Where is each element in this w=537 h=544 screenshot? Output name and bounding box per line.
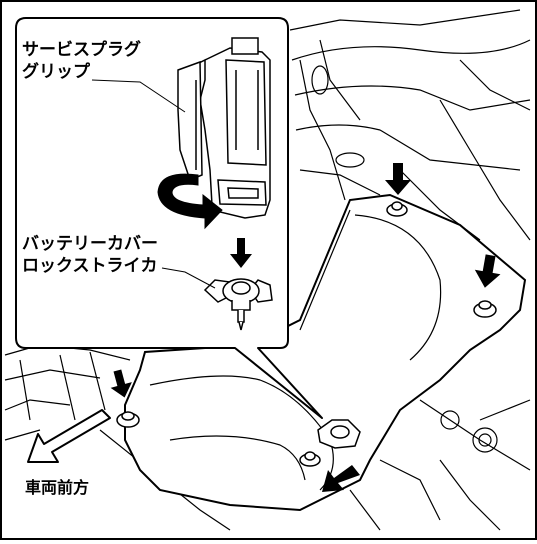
battery-cover-lock-striker-label-line2: ロックストライカ [22,256,158,276]
lock-striker-detail [203,278,273,331]
battery-cover-lock-striker-label: バッテリーカバー [22,234,158,254]
service-plug-grip [177,37,271,219]
service-plug-grip-label: サービスプラグ [22,40,141,60]
vehicle-front-arrow-icon [27,409,111,463]
bolt-front-left [116,411,140,428]
bolt-right [473,300,497,318]
down-arrow-icon [230,238,252,268]
vehicle-front-label: 車両前方 [25,478,90,497]
bolt-top-center [386,201,408,217]
down-arrow-icon [474,254,501,288]
down-arrow-icon [385,163,411,195]
bolt-bottom [299,451,321,467]
battery-cover-panel [124,193,527,512]
lock-striker-on-panel [317,419,361,449]
vehicle-structure-background [289,9,531,531]
rotation-arrow-icon [157,173,223,230]
down-arrow-icon [110,369,132,398]
service-plug-grip-label-line2: グリップ [22,62,90,82]
diagonal-arrow-icon [322,465,360,492]
leader-lines [91,79,216,289]
